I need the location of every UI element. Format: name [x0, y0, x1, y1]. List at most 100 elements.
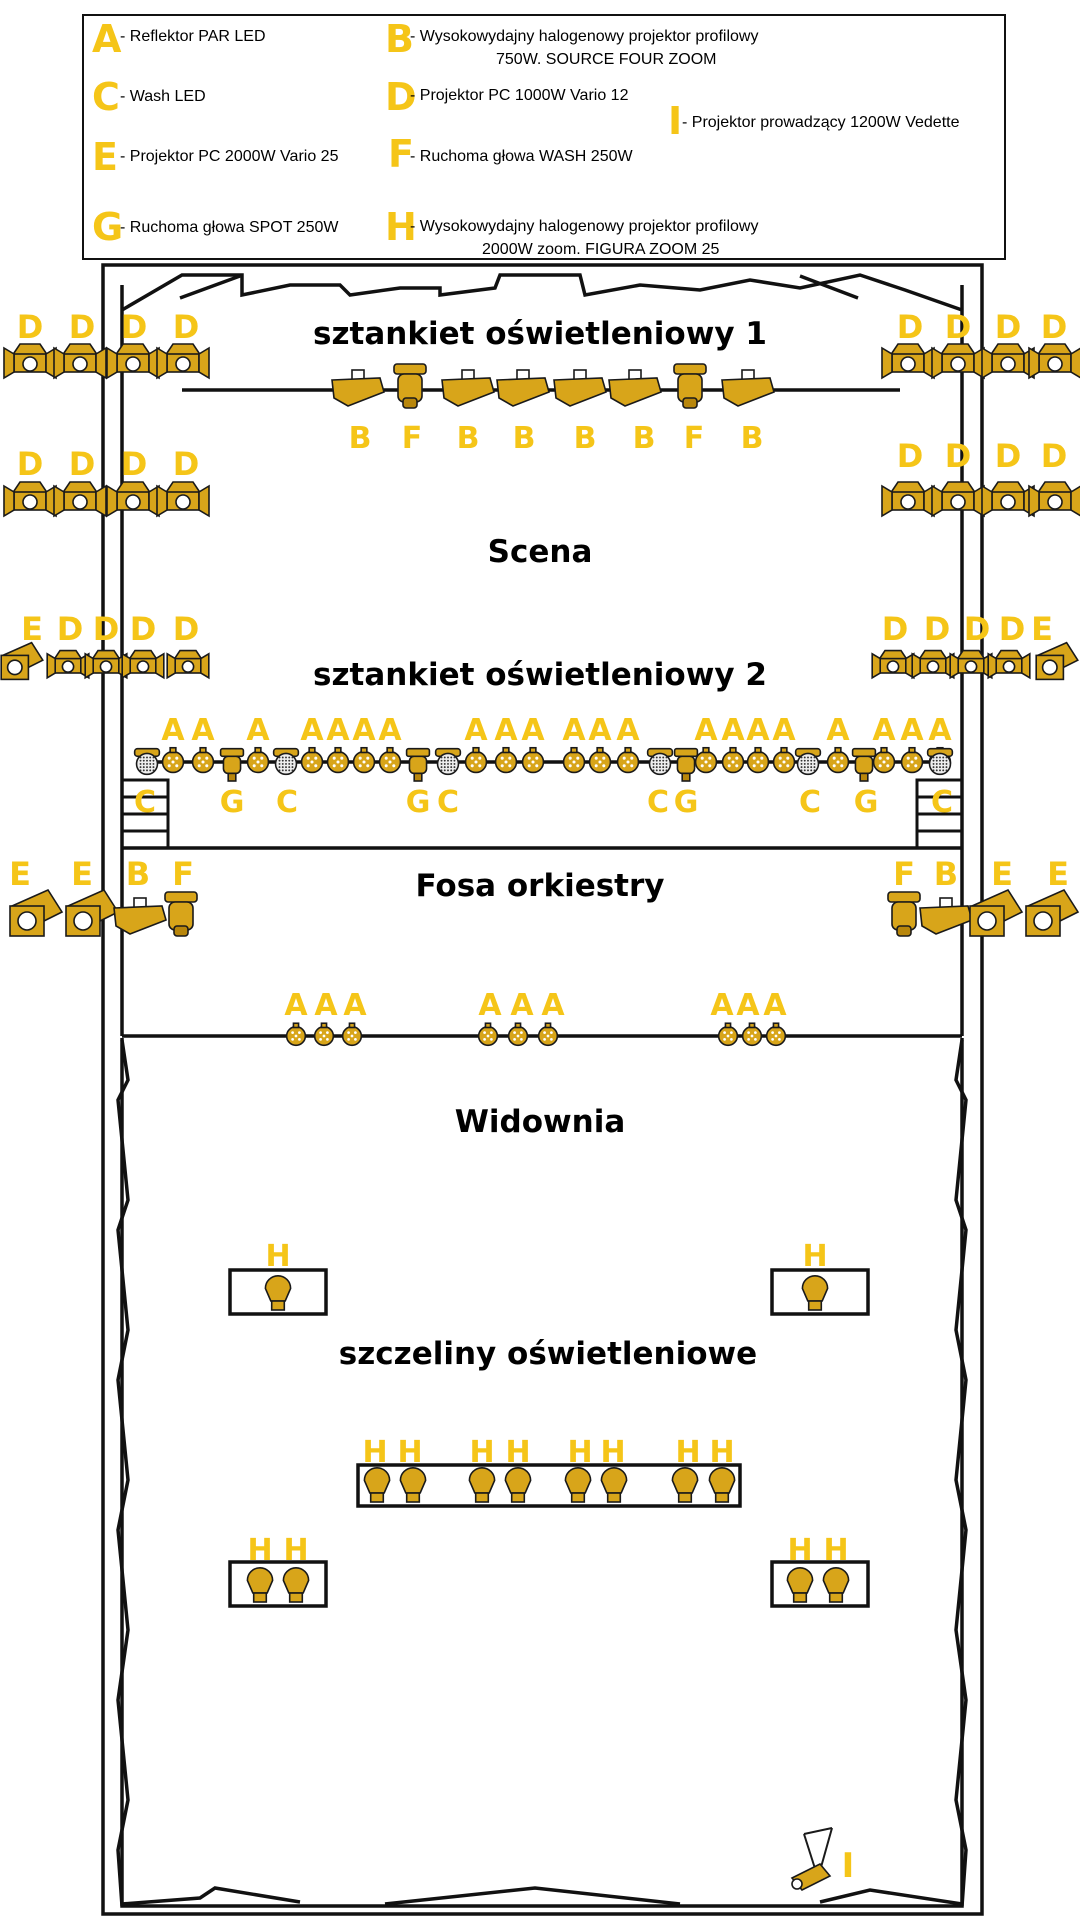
label-pit_right-2: E [991, 855, 1013, 893]
label-slots_center-1: H [397, 1435, 422, 1470]
label-pit_left-0: E [9, 855, 31, 893]
fixture-h-slots_center-0 [363, 1467, 391, 1503]
label-ed_right-0: D [882, 610, 909, 648]
label-batten2_bottom-8: G [854, 785, 879, 820]
label-batten1-6: F [684, 421, 705, 456]
label-slots_pairs-2: H [787, 1533, 812, 1568]
label-slots_center-7: H [709, 1435, 734, 1470]
label-pit_right-1: B [934, 855, 958, 893]
fixture-c-batten2_bottom-7 [794, 747, 822, 776]
fixture-a-batten2_top-12 [616, 746, 640, 774]
light-slots [228, 1268, 870, 1608]
label-slots_center-3: H [505, 1435, 530, 1470]
label-d_mid_left-3: D [173, 445, 200, 483]
fixture-d-d_mid_right-0 [881, 481, 935, 518]
label-batten2_top-10: A [562, 713, 586, 748]
legend-key-b: B [385, 17, 414, 61]
label-batten2_top-13: A [694, 713, 718, 748]
fixture-a-batten2_top-17 [826, 746, 850, 774]
label-batten2_top-14: A [721, 713, 745, 748]
label-pit_rail-2: A [343, 988, 367, 1023]
fixture-c-batten2_bottom-0 [133, 747, 161, 776]
fixture-a-batten2_top-15 [746, 746, 770, 774]
fixture-d-ed_right-1 [911, 649, 955, 680]
label-batten2_top-16: A [772, 713, 796, 748]
fixture-b-batten1-2 [441, 369, 495, 407]
fixture-e-pit_left-0 [9, 888, 64, 937]
fixture-a-pit_rail-5 [537, 1022, 559, 1047]
label-d_top_right-2: D [995, 308, 1022, 346]
fixture-d-ed_right-0 [871, 649, 915, 680]
fixture-d-d_top_right-2 [981, 343, 1035, 380]
legend-text-b: - Wysokowydajny halogenowy projektor pro… [410, 28, 758, 45]
label-d_mid_right-3: D [1041, 437, 1068, 475]
fixture-a-batten2_top-7 [464, 746, 488, 774]
label-ed_right-3: D [999, 610, 1026, 648]
fixture-a-batten2_top-2 [246, 746, 270, 774]
label-ed_left-2: D [93, 610, 120, 648]
fixture-e-ed_right-4 [1035, 641, 1079, 681]
legend: A - Reflektor PAR LED B - Wysokowydajny … [82, 14, 1006, 260]
label-slots_center-6: H [675, 1435, 700, 1470]
batten-2-title: sztankiet oświetleniowy 2 [313, 657, 767, 693]
label-batten1-2: B [457, 421, 480, 456]
label-batten1-0: B [349, 421, 372, 456]
fixture-h-slots_center-1 [399, 1467, 427, 1503]
fixture-a-batten2_top-19 [900, 746, 924, 774]
fixture-f-batten1-6 [673, 363, 707, 409]
fixture-a-batten2_top-1 [191, 746, 215, 774]
label-d_top_right-0: D [897, 308, 924, 346]
fixture-c-batten2_bottom-4 [434, 747, 462, 776]
legend-text-e: - Projektor PC 2000W Vario 25 [120, 148, 339, 165]
label-batten2_top-11: A [588, 713, 612, 748]
fixture-i-followspot-0 [790, 1827, 833, 1891]
label-batten2_bottom-6: G [674, 785, 699, 820]
label-pit_rail-0: A [284, 988, 308, 1023]
fixture-d-d_mid_right-1 [931, 481, 985, 518]
batten-1-title: sztankiet oświetleniowy 1 [313, 316, 767, 352]
fixture-d-d_top_left-3 [156, 343, 210, 380]
fixture-a-batten2_top-13 [694, 746, 718, 774]
label-batten2_top-3: A [300, 713, 324, 748]
legend-text-d: - Projektor PC 1000W Vario 12 [410, 87, 629, 104]
fixture-b-pit_left-2 [113, 897, 167, 935]
legend-text-f: - Ruchoma głowa WASH 250W [410, 148, 633, 165]
fixture-g-batten2_bottom-6 [673, 747, 699, 782]
fixture-e-pit_right-3 [1025, 888, 1080, 937]
fixture-a-pit_rail-6 [717, 1022, 739, 1047]
fixture-a-batten2_top-9 [521, 746, 545, 774]
fixture-h-slots_pairs-3 [822, 1567, 850, 1603]
label-batten2_bottom-7: C [799, 785, 821, 820]
label-slots_center-5: H [600, 1435, 625, 1470]
fixture-a-pit_rail-0 [285, 1022, 307, 1047]
fixture-b-batten1-0 [331, 369, 385, 407]
label-batten2_top-17: A [826, 713, 850, 748]
label-batten1-3: B [513, 421, 536, 456]
fixture-a-pit_rail-8 [765, 1022, 787, 1047]
fixture-d-d_mid_left-3 [156, 481, 210, 518]
legend-key-g: G [92, 205, 123, 249]
label-pit_right-0: F [893, 855, 915, 893]
fixture-h-slots_center-3 [504, 1467, 532, 1503]
fixture-d-ed_right-2 [949, 649, 993, 680]
label-batten2_bottom-5: C [647, 785, 669, 820]
fixture-d-d_top_right-3 [1028, 343, 1080, 380]
fixture-h-slots_center-4 [564, 1467, 592, 1503]
fixture-g-batten2_bottom-1 [219, 747, 245, 782]
label-batten2_top-0: A [161, 713, 185, 748]
fixture-a-batten2_top-5 [352, 746, 376, 774]
label-batten2_top-20: A [928, 713, 952, 748]
fixture-d-ed_left-1 [46, 649, 90, 680]
label-batten2_bottom-1: G [220, 785, 245, 820]
fixture-a-pit_rail-3 [477, 1022, 499, 1047]
label-slots_single-0: H [265, 1239, 290, 1274]
pit-title: Fosa orkiestry [416, 868, 665, 904]
hall-outline [101, 263, 984, 1916]
fixture-d-d_mid_right-3 [1028, 481, 1080, 518]
fixture-b-batten1-7 [721, 369, 775, 407]
fixture-d-d_top_left-1 [53, 343, 107, 380]
label-batten2_top-6: A [378, 713, 402, 748]
fixture-c-batten2_bottom-9 [926, 747, 954, 776]
fixture-a-batten2_top-11 [588, 746, 612, 774]
